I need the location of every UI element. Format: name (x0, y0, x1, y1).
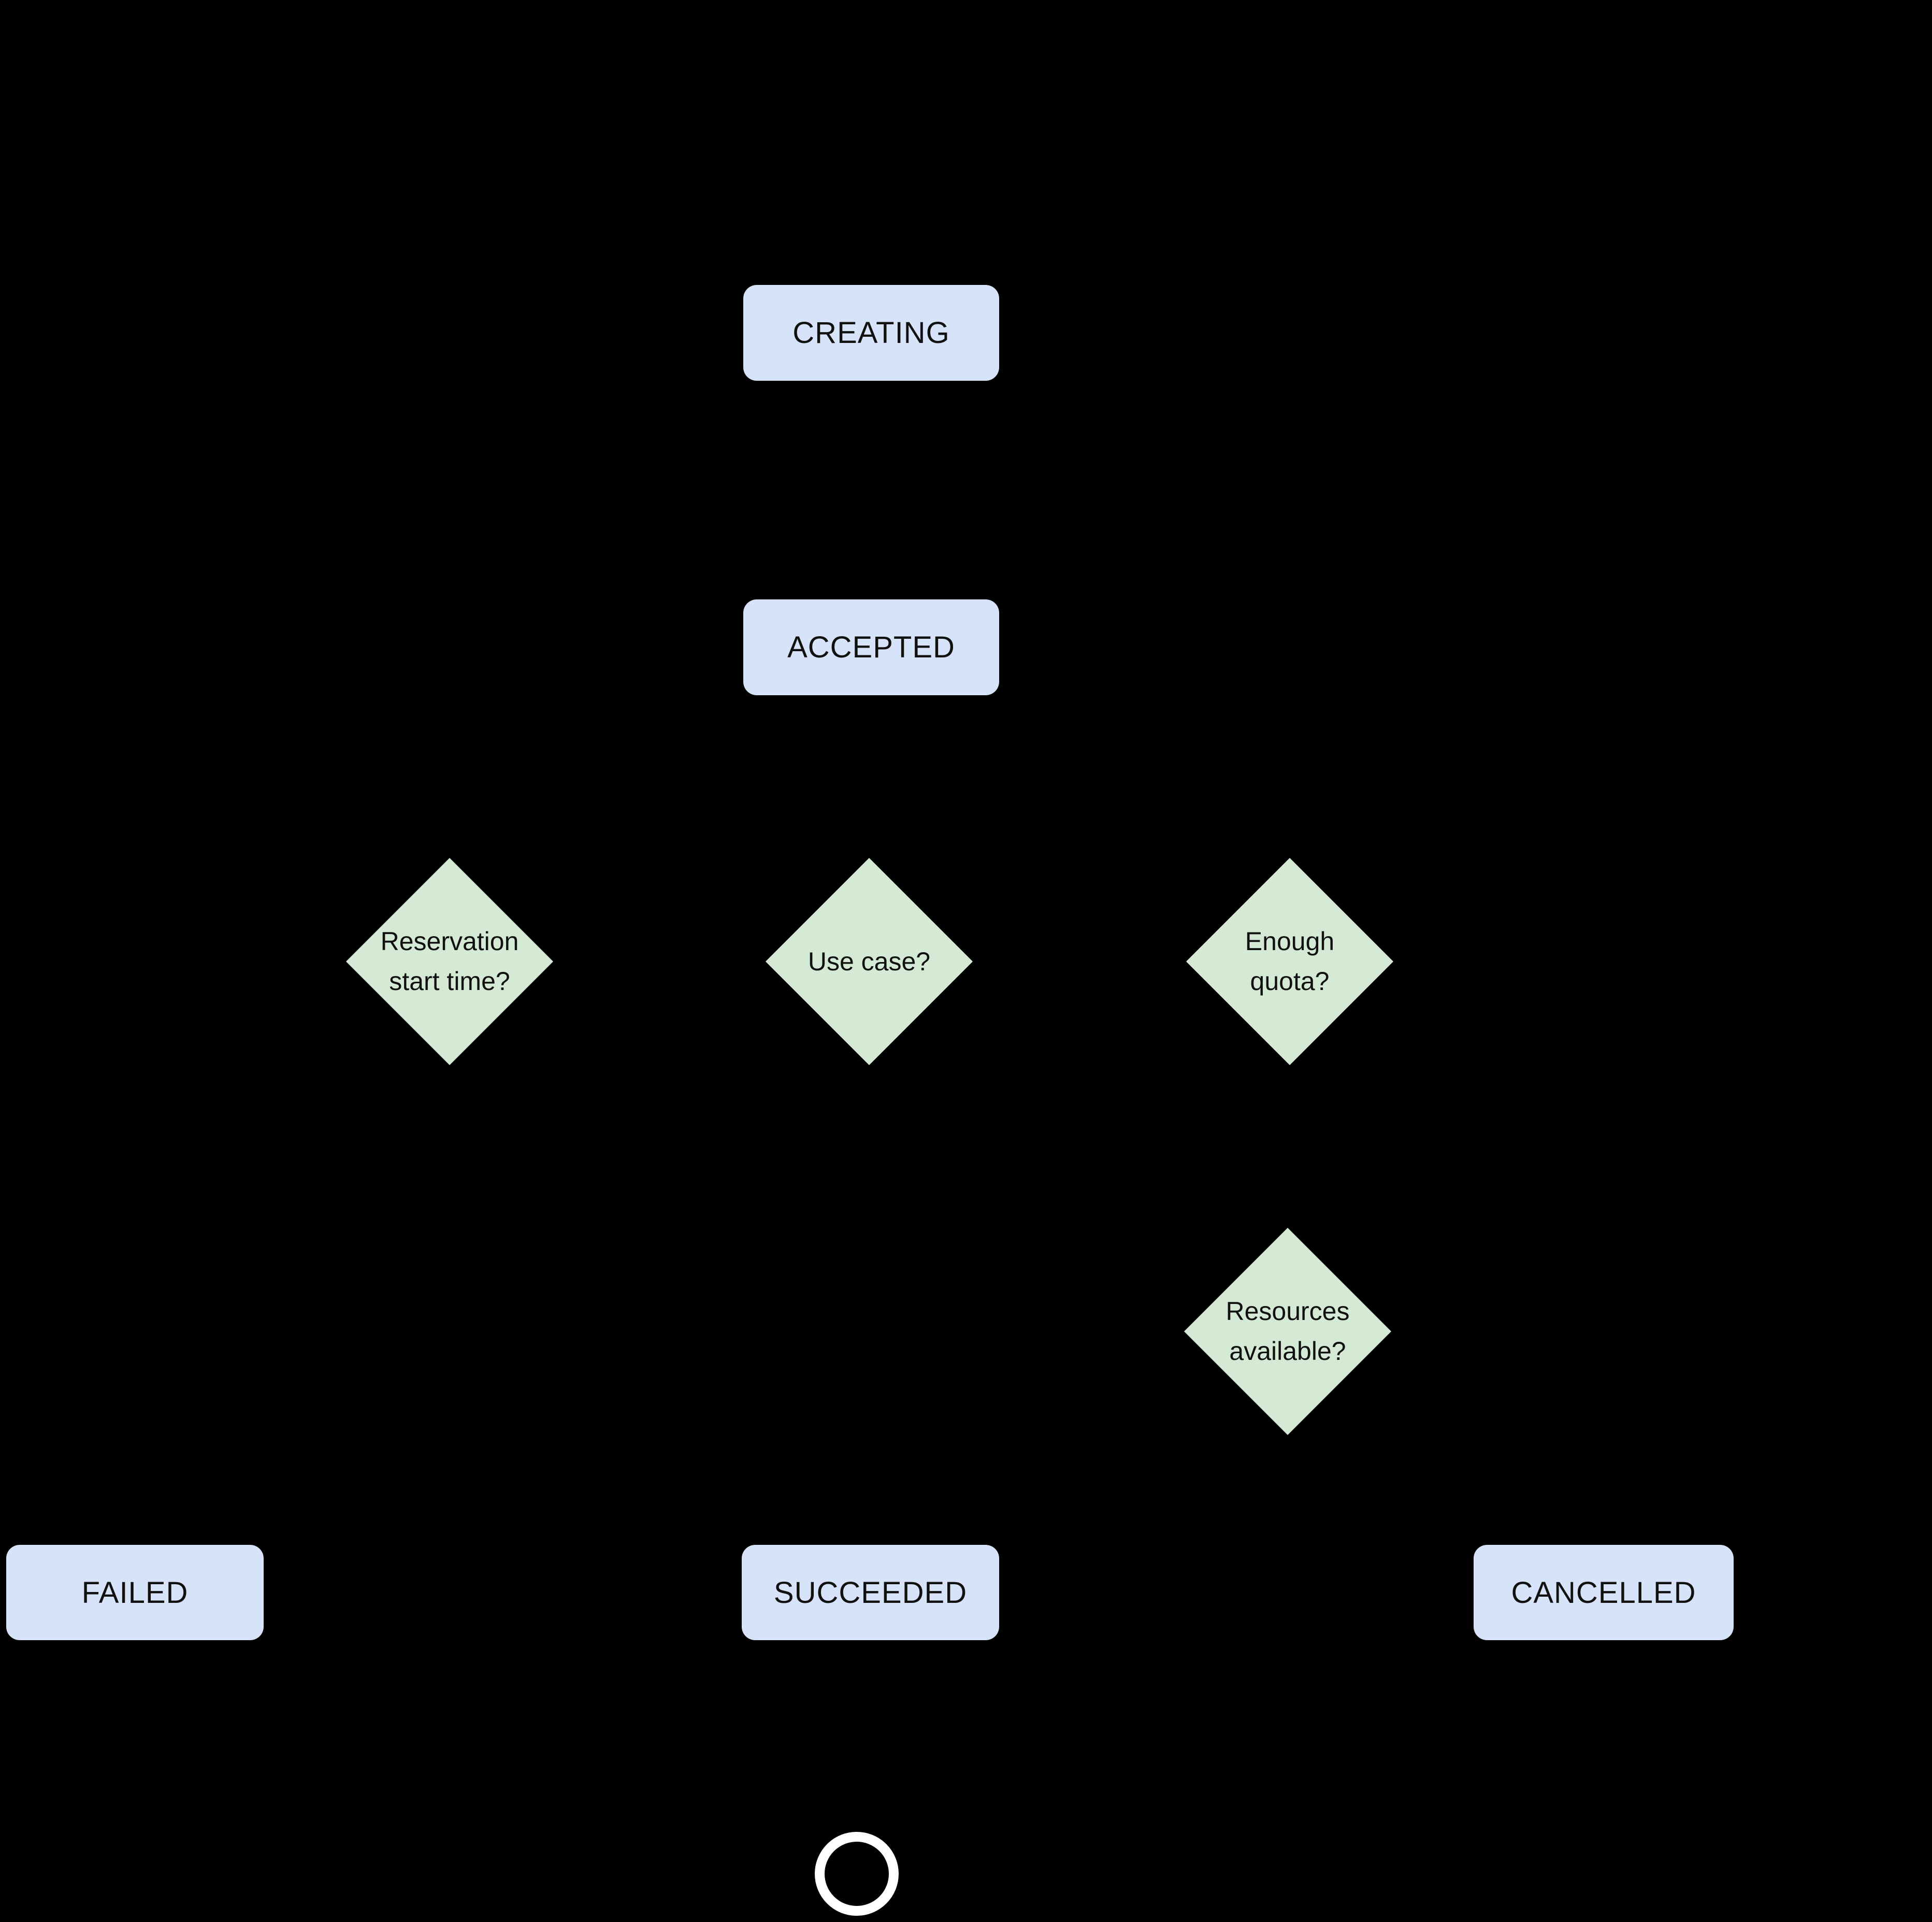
state-label-accepted: ACCEPTED (787, 630, 955, 664)
state-label-creating: CREATING (792, 316, 950, 350)
state-node-creating: CREATING (743, 285, 999, 381)
state-node-cancelled: CANCELLED (1474, 1545, 1734, 1640)
state-node-succeeded: SUCCEEDED (742, 1545, 999, 1640)
decision-label-line: Reservation (380, 927, 519, 956)
state-label-cancelled: CANCELLED (1511, 1575, 1696, 1610)
decision-node-reservation-start-time: Reservation start time? (346, 858, 553, 1065)
state-node-failed: FAILED (6, 1545, 264, 1640)
flow-end-circle (815, 1832, 899, 1916)
state-label-succeeded: SUCCEEDED (773, 1575, 968, 1610)
decision-label-line: Use case? (808, 946, 931, 976)
decision-label-line: Resources (1225, 1297, 1350, 1326)
decision-label-line: start time? (389, 967, 510, 996)
state-node-accepted: ACCEPTED (743, 599, 999, 695)
decision-label-line: quota? (1250, 967, 1330, 996)
decision-node-resources-available: Resources available? (1184, 1228, 1391, 1435)
decision-node-enough-quota: Enough quota? (1186, 858, 1393, 1065)
decision-label-line: available? (1229, 1337, 1346, 1366)
decision-label-line: Enough (1245, 927, 1335, 956)
decision-node-use-case: Use case? (766, 858, 973, 1065)
state-label-failed: FAILED (81, 1575, 189, 1610)
